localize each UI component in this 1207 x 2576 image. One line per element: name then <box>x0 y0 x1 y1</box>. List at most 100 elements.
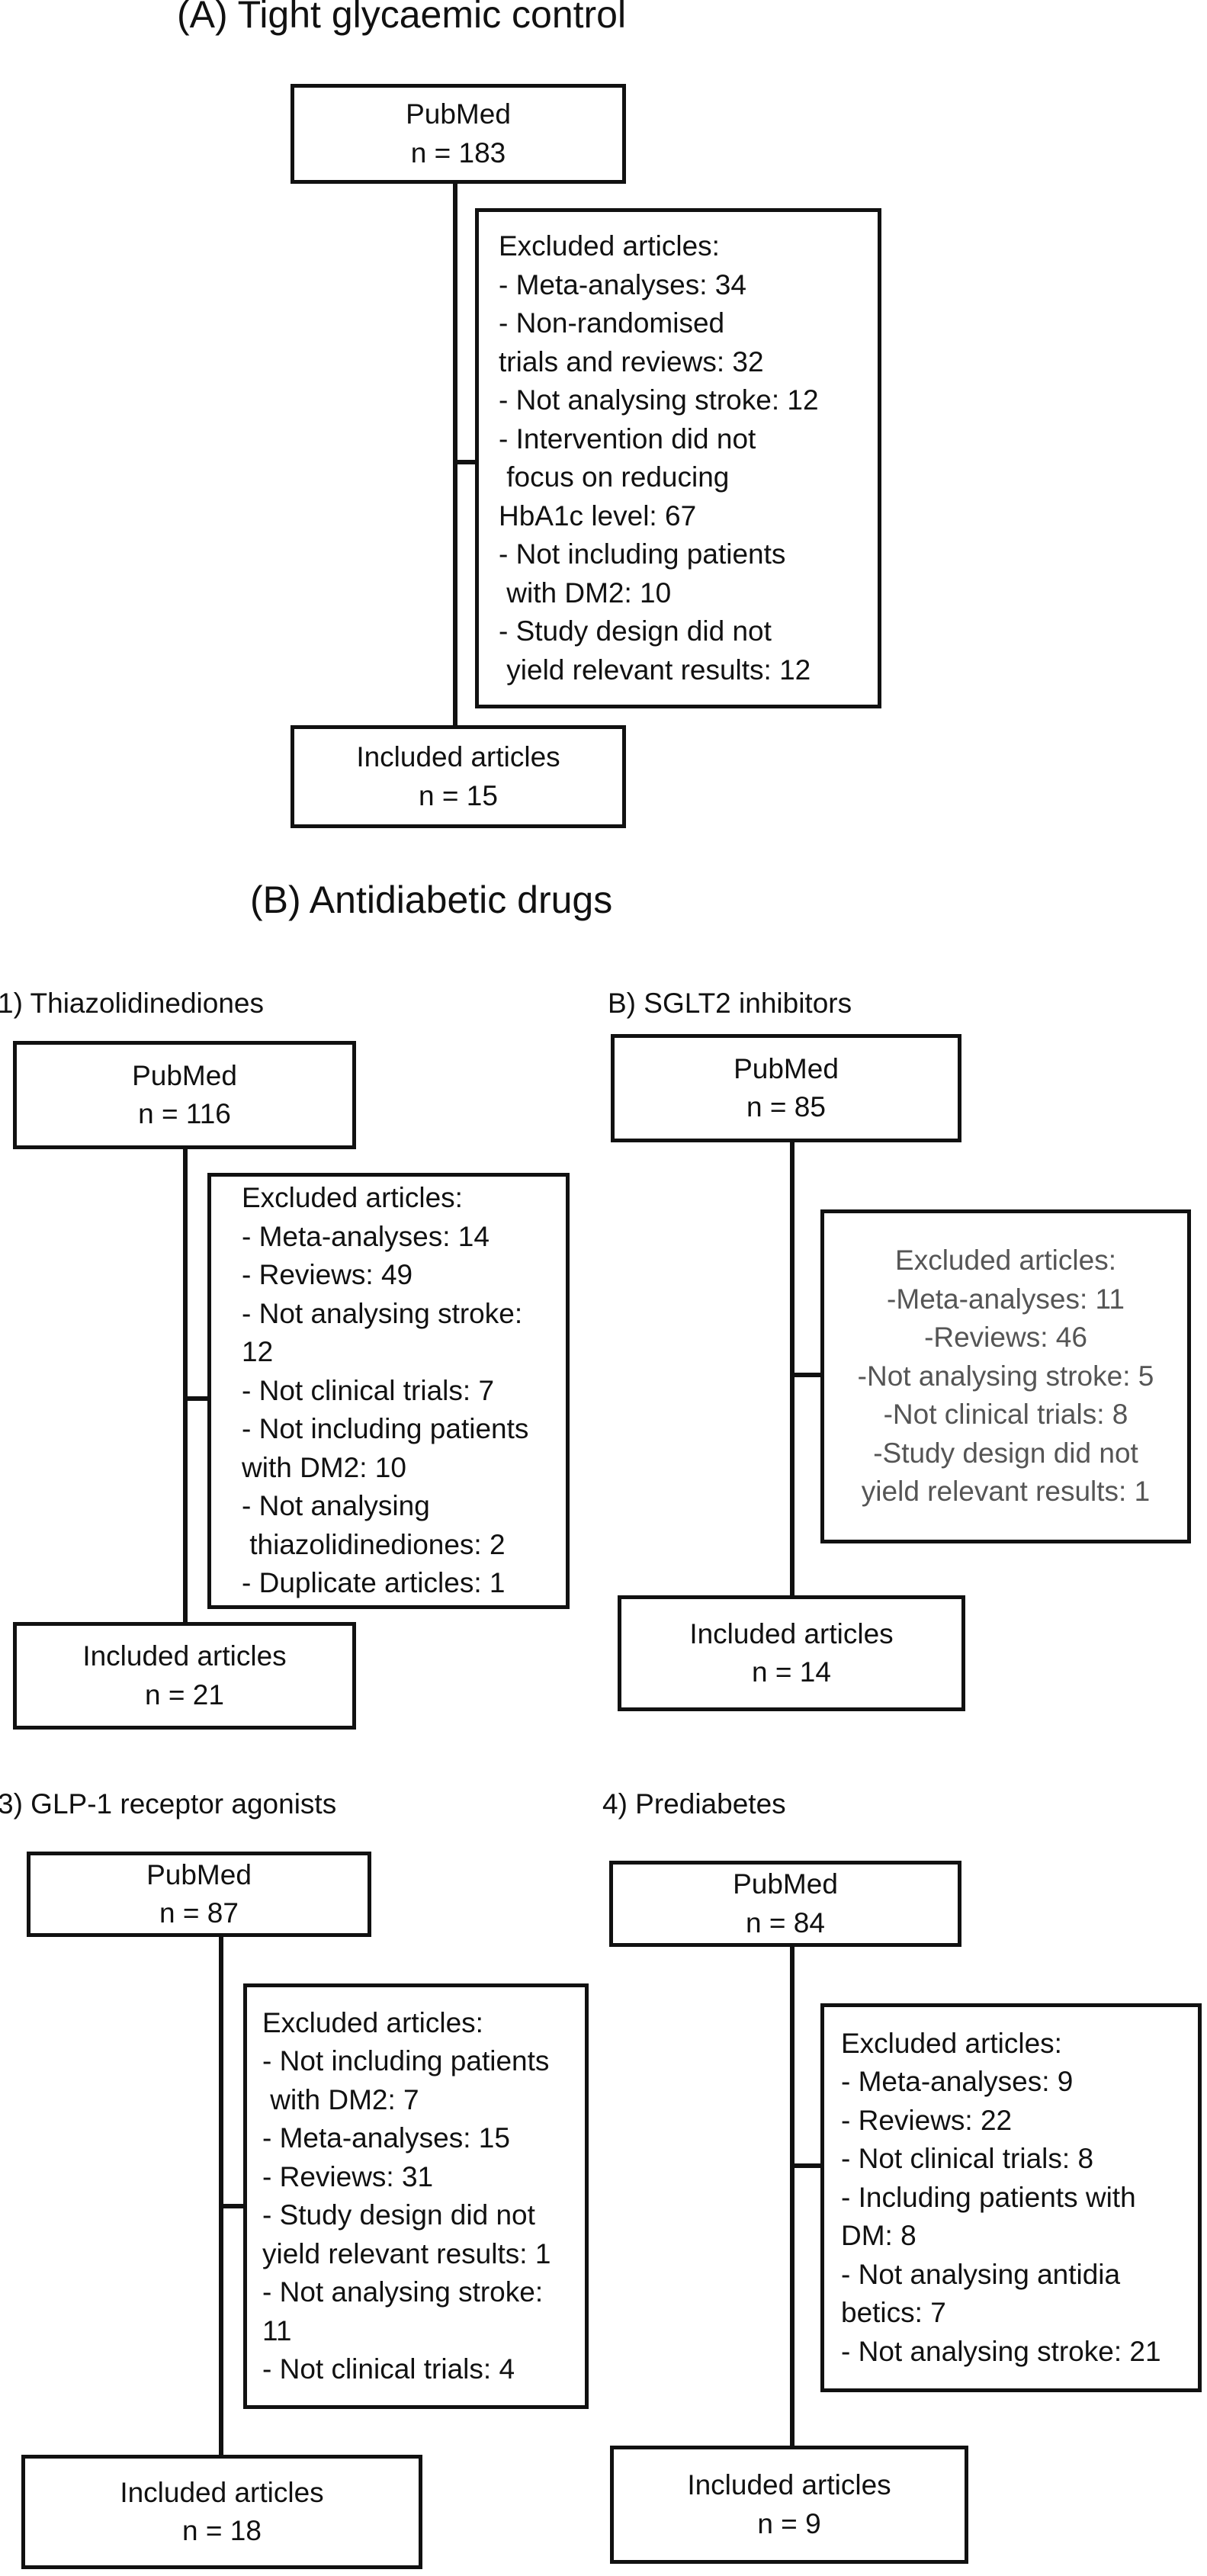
box-text-line: - Meta-analyses: 34 <box>499 268 746 300</box>
box-text-line: PubMed <box>733 1868 838 1900</box>
box-text-line: n = 183 <box>410 137 506 169</box>
flow-connector <box>453 180 457 729</box>
box-text-line: PubMed <box>146 1858 252 1890</box>
flow-branch <box>219 2204 247 2208</box>
flow-connector <box>790 1943 795 2448</box>
box-text-line: betics: 7 <box>841 2297 946 2329</box>
box-text-line: Included articles <box>687 2469 891 2501</box>
box-text-line: with DM2: 10 <box>242 1451 406 1483</box>
box-text-line: Included articles <box>356 741 560 772</box>
flow-branch <box>183 1396 211 1401</box>
excluded-articles-box: Excluded articles: - Meta-analyses: 14 - R… <box>207 1173 570 1609</box>
box-text-line: - Meta-analyses: 9 <box>841 2066 1074 2098</box>
box-text-line: - Reviews: 22 <box>841 2104 1013 2136</box>
box-text-line: - Duplicate articles: 1 <box>242 1567 506 1599</box>
box-text-line: with DM2: 10 <box>499 577 672 609</box>
included-articles-box: Included articles n = 15 <box>291 725 626 828</box>
box-text-line: n = 85 <box>746 1091 826 1123</box>
flow-branch <box>790 1373 824 1377</box>
flow-branch <box>790 2163 824 2168</box>
box-text-line: - Reviews: 49 <box>242 1259 413 1291</box>
box-text-line: PubMed <box>132 1059 237 1091</box>
box-text-line: HbA1c level: 67 <box>499 499 697 532</box>
box-text-line: - Not analysing <box>242 1490 430 1522</box>
box-text-line: Excluded articles: <box>841 2027 1062 2059</box>
box-text-line: - Not analysing stroke: <box>262 2276 544 2308</box>
box-text-line: - Not analysing stroke: 21 <box>841 2335 1161 2367</box>
box-text-line: n = 9 <box>757 2507 821 2539</box>
flow-connector <box>183 1145 188 1627</box>
box-text-line: n = 14 <box>752 1656 831 1688</box>
box-text-line: - Not including patients <box>499 538 786 570</box>
box-text-line: -Meta-analyses: 11 <box>887 1283 1125 1315</box>
box-text-line: -Study design did not <box>873 1437 1138 1469</box>
pubmed-box: PubMed n = 87 <box>27 1852 371 1937</box>
box-text-line: - Not analysing antidia <box>841 2258 1121 2290</box>
box-text-line: yield relevant results: 1 <box>861 1476 1151 1508</box>
box-text-line: 11 <box>262 2314 292 2346</box>
box-text-line: yield relevant results: 12 <box>499 654 811 686</box>
sglt2-heading: B) SGLT2 inhibitors <box>608 988 852 1019</box>
box-text-line: n = 15 <box>419 779 498 811</box>
excluded-articles-box: Excluded articles: -Meta-analyses: 11 -Rev… <box>820 1209 1191 1543</box>
box-text-line: - Not clinical trials: 4 <box>262 2353 515 2385</box>
box-text-line: -Not analysing stroke: 5 <box>857 1360 1154 1392</box>
pubmed-box: PubMed n = 84 <box>609 1861 961 1947</box>
box-text-line: Included articles <box>689 1617 894 1649</box>
included-articles-box: Included articles n = 9 <box>610 2446 968 2564</box>
box-text-line: -Not clinical trials: 8 <box>883 1399 1128 1431</box>
pubmed-box: PubMed n = 116 <box>13 1041 356 1149</box>
box-text-line: - Non-randomised <box>499 307 725 339</box>
glp1-heading: 3) GLP-1 receptor agonists <box>0 1788 337 1820</box>
flow-branch <box>453 460 479 464</box>
excluded-articles-box: Excluded articles: - Not including patien… <box>243 1983 589 2409</box>
box-text-line: - Meta-analyses: 15 <box>262 2122 510 2154</box>
box-text-line: - Including patients with <box>841 2181 1136 2213</box>
box-text-line: n = 116 <box>138 1098 231 1129</box>
box-text-line: - Reviews: 31 <box>262 2160 434 2192</box>
box-text-line: Excluded articles: <box>895 1245 1116 1277</box>
box-text-line: n = 21 <box>145 1678 224 1710</box>
prediabetes-heading: 4) Prediabetes <box>602 1788 786 1820</box>
box-text-line: yield relevant results: 1 <box>262 2237 551 2269</box>
box-text-line: n = 87 <box>159 1897 239 1929</box>
box-text-line: focus on reducing <box>499 461 730 493</box>
box-text-line: PubMed <box>734 1052 839 1084</box>
box-text-line: - Study design did not <box>262 2199 535 2231</box>
box-text-line: Included articles <box>120 2476 324 2508</box>
box-text-line: - Not analysing stroke: 12 <box>499 384 819 416</box>
excluded-articles-box: Excluded articles: - Meta-analyses: 9 - Re… <box>820 2003 1202 2392</box>
box-text-line: trials and reviews: 32 <box>499 345 764 377</box>
pubmed-box: PubMed n = 85 <box>611 1034 961 1142</box>
box-text-line: - Not clinical trials: 8 <box>841 2143 1094 2175</box>
box-text-line: - Not including patients <box>242 1413 529 1445</box>
box-text-line: n = 84 <box>746 1906 825 1938</box>
box-text-line: - Not including patients <box>262 2045 550 2077</box>
excluded-articles-box: Excluded articles: - Meta-analyses: 34 - N… <box>475 208 881 708</box>
box-text-line: thiazolidinediones: 2 <box>242 1528 506 1560</box>
box-text-line: - Not clinical trials: 7 <box>242 1374 495 1406</box>
box-text-line: - Study design did not <box>499 615 772 647</box>
flow-connector <box>219 1933 223 2459</box>
box-text-line: with DM2: 7 <box>262 2083 419 2115</box>
box-text-line: DM: 8 <box>841 2220 916 2252</box>
box-text-line: Excluded articles: <box>499 230 720 262</box>
flow-connector <box>790 1139 795 1600</box>
section-b-title: (B) Antidiabetic drugs <box>250 878 613 921</box>
box-text-line: -Reviews: 46 <box>924 1322 1087 1354</box>
box-text-line: Excluded articles: <box>262 2006 483 2038</box>
box-text-line: - Meta-analyses: 14 <box>242 1220 490 1252</box>
box-text-line: Included articles <box>82 1640 287 1672</box>
box-text-line: - Not analysing stroke: <box>242 1297 523 1329</box>
included-articles-box: Included articles n = 14 <box>618 1595 965 1711</box>
included-articles-box: Included articles n = 18 <box>21 2455 422 2569</box>
pubmed-box: PubMed n = 183 <box>291 84 626 184</box>
section-a-title: (A) Tight glycaemic control <box>177 0 627 36</box>
box-text-line: n = 18 <box>182 2515 262 2546</box>
box-text-line: - Intervention did not <box>499 422 756 454</box>
box-text-line: PubMed <box>406 98 511 130</box>
thiazolidinediones-heading: 1) Thiazolidinediones <box>0 988 264 1019</box>
included-articles-box: Included articles n = 21 <box>13 1622 356 1730</box>
box-text-line: 12 <box>242 1336 274 1368</box>
box-text-line: Excluded articles: <box>242 1182 463 1214</box>
